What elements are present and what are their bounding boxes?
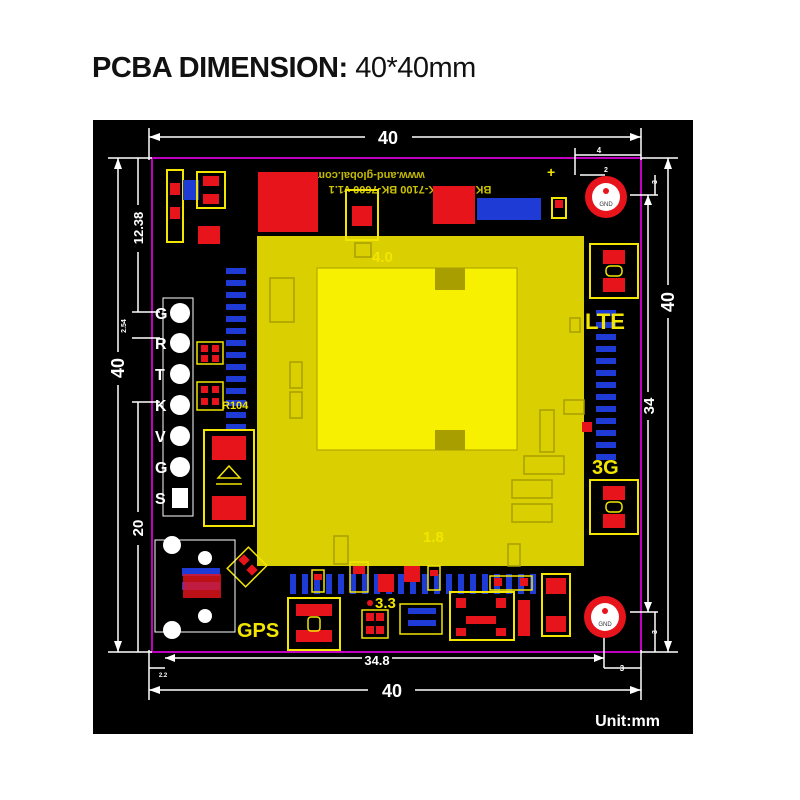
dim-hole-offset-left-bottom: 2.2 [159,673,168,679]
label-3v3: 3.3 [375,595,396,612]
plus-mark: + [547,164,555,180]
pin-header: G R T K V G S [155,297,194,517]
board-outline [151,157,642,653]
cellular-module: 4.0 1.8 [257,236,585,567]
passive-components-left: R104 [196,341,268,588]
dimension-lines [108,128,678,700]
dim-hole-edge-right: 3 [620,664,625,673]
label-r104: R104 [222,400,249,412]
label-1v8: 1.8 [423,529,444,546]
dim-bottom-width: 40 [382,681,402,701]
dim-inner-height: 34 [641,397,658,414]
pin-label-4: V [155,429,166,446]
dim-hole-edge-bottom: 3 [652,630,659,634]
dim-right-height: 40 [658,292,678,312]
dim-top-offset: 12.38 [131,212,146,245]
title-value: 40*40mm [355,52,476,84]
dim-hole-offset-small: 2 [604,167,608,174]
title-label: PCBA DIMENSION: [92,52,348,84]
hole-gnd-top: GND [599,202,613,208]
3g-antenna-pad: 3G [582,422,639,535]
hole-gnd-bottom: GND [598,622,612,628]
lte-antenna-pad: LTE [585,243,639,334]
label-3g: 3G [592,457,619,479]
dim-left-height: 40 [108,358,128,378]
dim-pin-pitch: 2.54 [121,319,128,333]
dim-lower-offset: 20 [130,520,147,537]
unit-label: Unit:mm [595,713,660,730]
pin-label-1: R [155,336,167,353]
pin-label-3: K [155,398,167,415]
bottom-left-connector [154,536,236,639]
label-lte: LTE [585,309,625,334]
dim-hole-edge-top: 3 [652,180,659,184]
dim-top-width: 40 [378,128,398,148]
dim-inner-width: 34.8 [364,653,389,668]
dimension-arrows [114,133,672,694]
pin-label-6: S [155,491,166,508]
mounting-hole-top: GND [585,176,627,218]
header-pins [170,303,190,477]
gps-antenna-pad: GPS [237,597,341,651]
pin-label-2: T [155,367,165,384]
page-title: PCBA DIMENSION: 40*40mm [92,52,476,85]
label-gps: GPS [237,620,279,642]
pin-label-5: G [155,460,167,477]
dim-hole-offset-top: 4 [597,146,602,155]
bottom-components: 3.3 [311,561,571,641]
label-4v0: 4.0 [372,249,393,266]
mounting-hole-bottom: GND [584,596,626,638]
pin-label-0: G [155,306,167,323]
mirror-url: www.and-global.com [315,169,426,181]
